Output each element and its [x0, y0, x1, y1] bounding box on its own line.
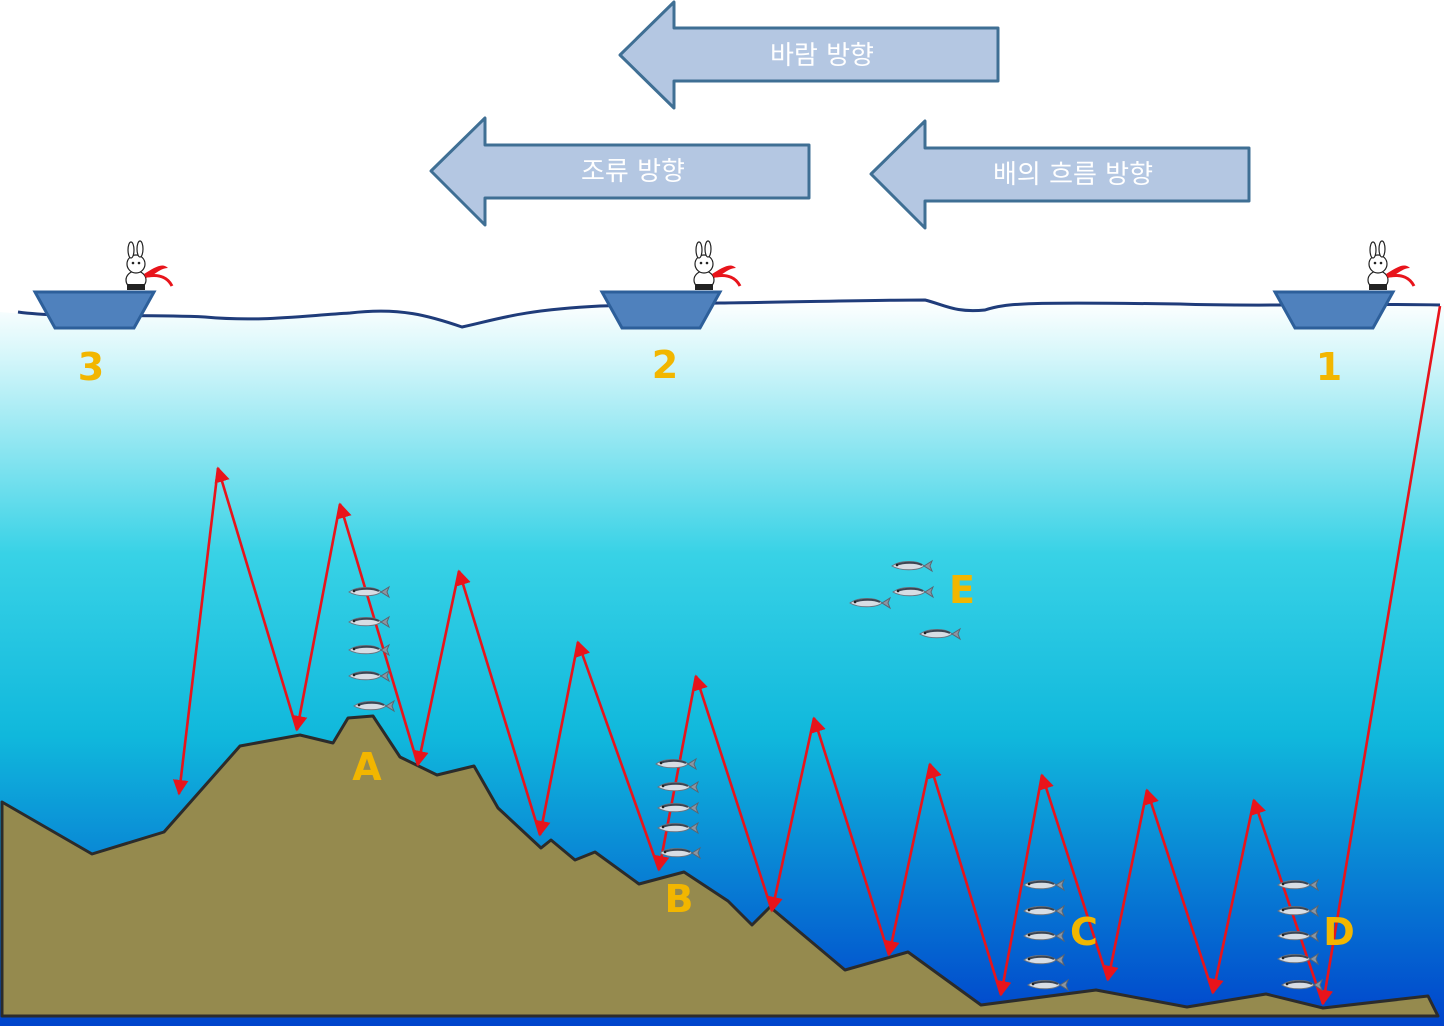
boat-label-2: 2 [652, 343, 678, 387]
spot-label-a: A [352, 745, 382, 789]
spot-label-c: C [1070, 910, 1098, 954]
spot-label-b: B [665, 877, 694, 921]
wind-direction-arrow: 바람 방향 [618, 0, 1000, 110]
boat-2 [599, 239, 742, 330]
wind-direction-label: 바람 방향 [770, 41, 874, 71]
boat-drift-direction-arrow: 배의 흐름 방향 [869, 119, 1251, 230]
water-surface-fill [0, 300, 1444, 326]
current-direction-arrow: 조류 방향 [429, 116, 811, 227]
boat-drift-direction-label: 배의 흐름 방향 [993, 160, 1153, 190]
spot-label-d: D [1323, 910, 1355, 954]
boat-3 [32, 239, 174, 330]
water-surface-line [17, 298, 1441, 329]
spot-label-e: E [949, 568, 975, 612]
boat-label-3: 3 [78, 345, 104, 389]
fishing-line-path [172, 305, 1442, 1006]
current-direction-label: 조류 방향 [581, 157, 685, 187]
boat-1 [1272, 239, 1416, 330]
seabed [0, 714, 1440, 1018]
boat-label-1: 1 [1316, 345, 1342, 389]
